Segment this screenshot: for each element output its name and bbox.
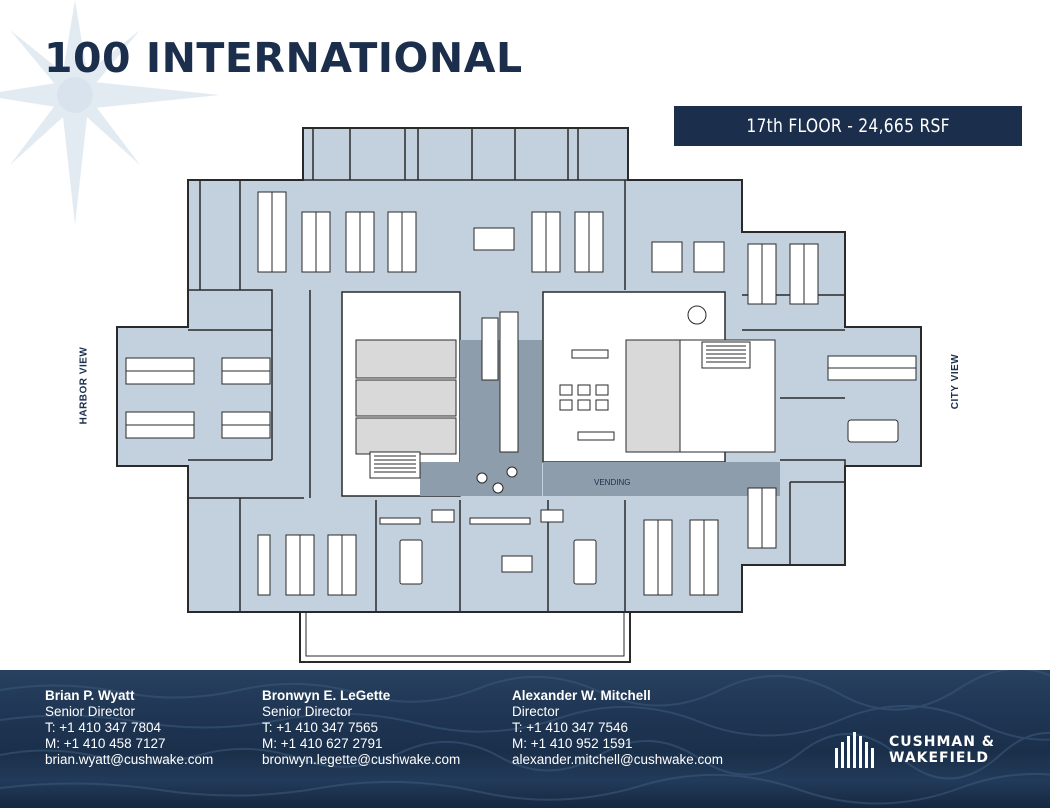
workstations [125, 191, 917, 596]
offices [187, 128, 846, 612]
contact-phone[interactable]: T: +1 410 347 7565 [262, 720, 378, 735]
contact-name: Alexander W. Mitchell [512, 688, 651, 703]
page-title: 100 INTERNATIONAL [44, 34, 523, 82]
balcony [299, 611, 631, 663]
contact-name: Brian P. Wyatt [45, 688, 135, 703]
contact-mobile[interactable]: M: +1 410 952 1591 [512, 736, 633, 751]
floor-plan: VENDING [116, 127, 922, 663]
floor-area-badge: 17th FLOOR - 24,665 RSF [674, 106, 1022, 146]
vending-label: VENDING [594, 478, 630, 487]
water-texture [0, 670, 1050, 805]
contact-email[interactable]: alexander.mitchell@cushwake.com [512, 752, 724, 767]
logo-wordmark: CUSHMAN & WAKEFIELD [889, 734, 995, 766]
contact-mobile[interactable]: M: +1 410 627 2791 [262, 736, 383, 751]
contact-phone[interactable]: T: +1 410 347 7804 [45, 720, 161, 735]
contact-card: Alexander W. Mitchell Director T: +1 410… [512, 688, 723, 768]
cushman-wakefield-logo: CUSHMAN & WAKEFIELD [833, 730, 995, 770]
contact-title: Senior Director [262, 704, 353, 719]
contact-card: Brian P. Wyatt Senior Director T: +1 410… [45, 688, 213, 768]
conference-tables [399, 227, 899, 585]
contact-mobile[interactable]: M: +1 410 458 7127 [45, 736, 166, 751]
contact-email[interactable]: brian.wyatt@cushwake.com [45, 752, 214, 767]
building-core [341, 291, 780, 497]
logo-line-1: CUSHMAN & [889, 734, 996, 750]
contact-phone[interactable]: T: +1 410 347 7546 [512, 720, 628, 735]
floor-area-text: 17th FLOOR - 24,665 RSF [746, 115, 950, 137]
contact-card: Bronwyn E. LeGette Senior Director T: +1… [262, 688, 460, 768]
harbor-view-label: HARBOR VIEW [78, 346, 90, 425]
footer: Brian P. Wyatt Senior Director T: +1 410… [0, 670, 1050, 808]
contact-name: Bronwyn E. LeGette [262, 688, 391, 703]
contact-email[interactable]: bronwyn.legette@cushwake.com [262, 752, 461, 767]
cushman-wakefield-logo-icon [835, 732, 874, 768]
city-view-label: CITY VIEW [950, 353, 962, 410]
contact-title: Director [512, 704, 560, 719]
compass-rose-icon [0, 0, 220, 225]
logo-line-2: WAKEFIELD [889, 750, 989, 766]
contact-title: Senior Director [45, 704, 136, 719]
